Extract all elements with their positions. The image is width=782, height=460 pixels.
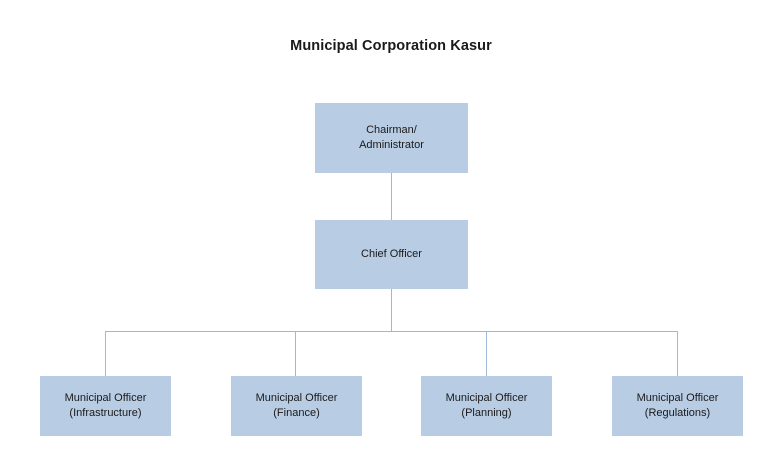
node-mo-infrastructure-line1: Municipal Officer — [64, 392, 147, 404]
connector-bus-to-infrastructure — [105, 331, 106, 376]
connector-bus-to-planning — [486, 331, 487, 376]
node-chief-officer[interactable]: Chief Officer — [315, 220, 468, 289]
connector-bus-to-regulations — [677, 331, 678, 376]
node-mo-planning-line1: Municipal Officer — [445, 392, 528, 404]
page-title: Municipal Corporation Kasur — [290, 38, 492, 54]
node-mo-planning-line2: (Planning) — [461, 407, 512, 419]
node-mo-regulations[interactable]: Municipal Officer (Regulations) — [612, 376, 743, 436]
node-chief-officer-line1: Chief Officer — [361, 248, 422, 260]
connector-chairman-to-chief — [391, 173, 392, 220]
node-mo-planning[interactable]: Municipal Officer (Planning) — [421, 376, 552, 436]
node-chairman-line2: Administrator — [359, 139, 424, 151]
connector-chief-to-bus — [391, 289, 392, 332]
connector-horizontal-bus — [105, 331, 677, 332]
node-chairman-line1: Chairman/ — [366, 124, 417, 136]
node-mo-finance-line1: Municipal Officer — [255, 392, 338, 404]
connector-bus-to-finance — [295, 331, 296, 376]
node-mo-regulations-line1: Municipal Officer — [636, 392, 719, 404]
node-mo-finance[interactable]: Municipal Officer (Finance) — [231, 376, 362, 436]
node-mo-finance-line2: (Finance) — [273, 407, 320, 419]
node-mo-infrastructure[interactable]: Municipal Officer (Infrastructure) — [40, 376, 171, 436]
node-mo-regulations-line2: (Regulations) — [644, 407, 711, 419]
node-chairman[interactable]: Chairman/ Administrator — [315, 103, 468, 173]
node-mo-infrastructure-line2: (Infrastructure) — [69, 407, 142, 419]
